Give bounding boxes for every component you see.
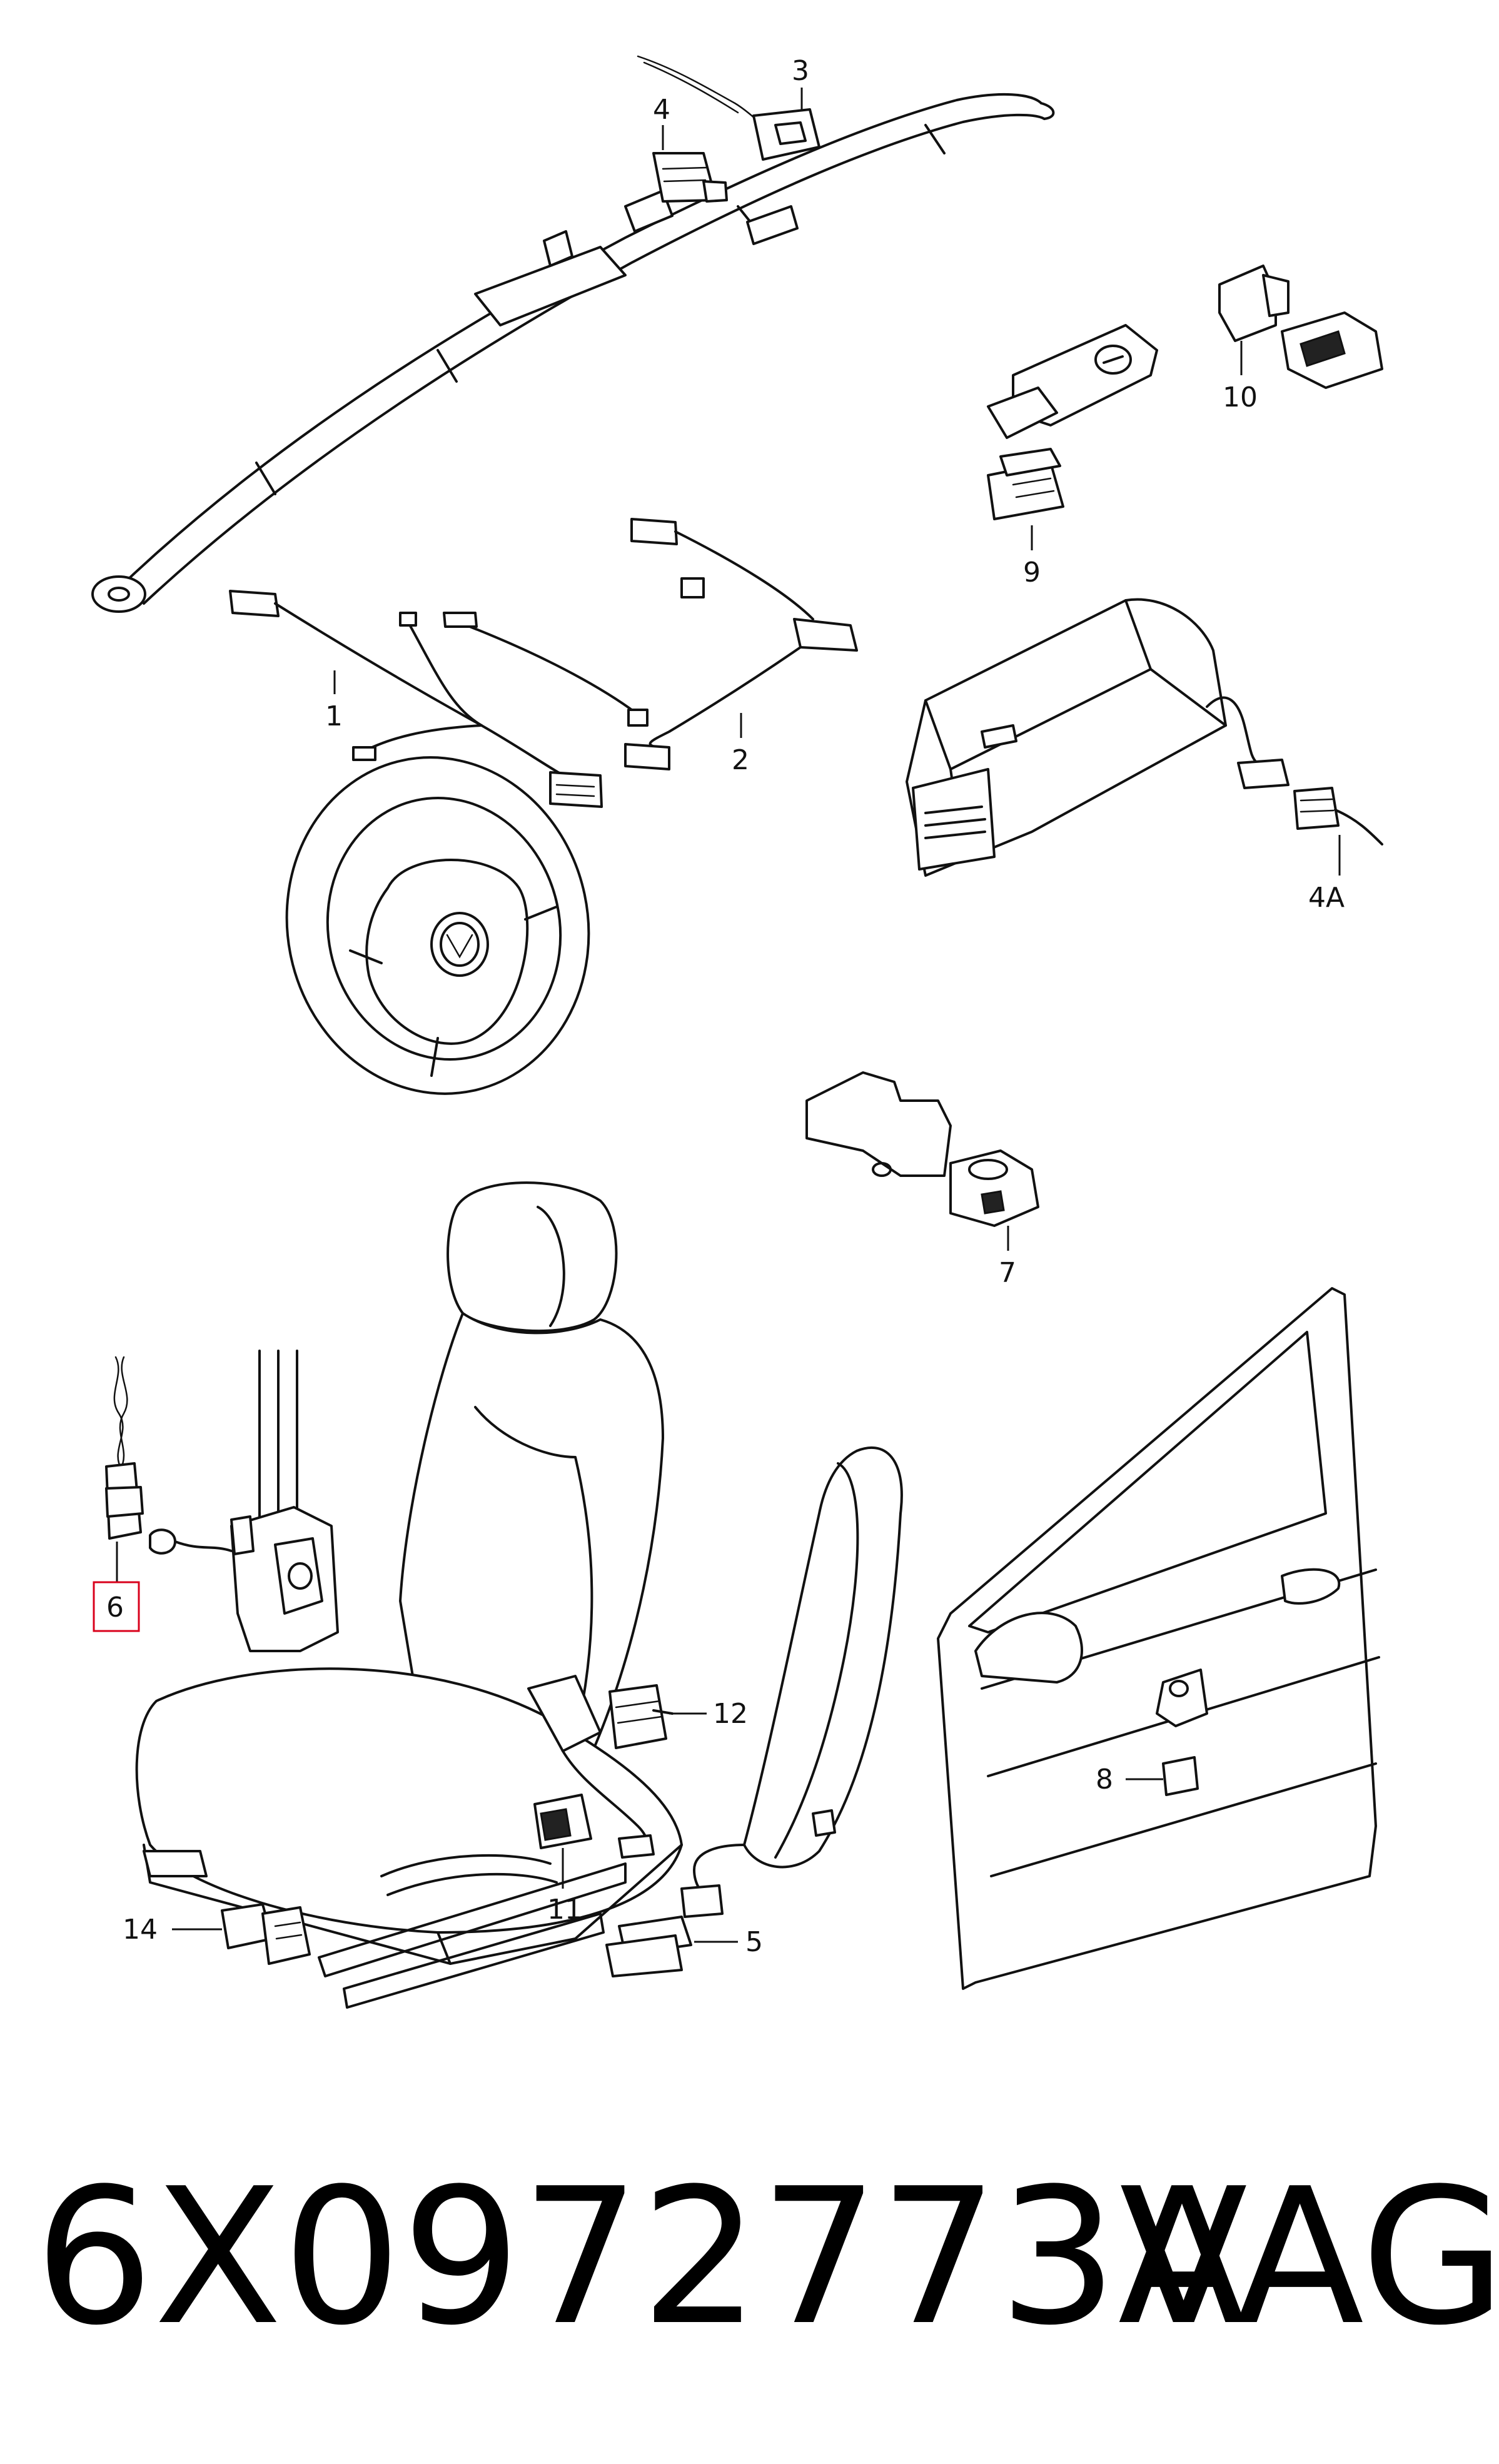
callout-5: 5 bbox=[745, 1926, 763, 1958]
connector-12 bbox=[608, 1684, 674, 1749]
belt-buckle bbox=[527, 1675, 655, 1859]
callout-14: 14 bbox=[123, 1914, 158, 1946]
leader-lines bbox=[116, 88, 1341, 1943]
connector-4 bbox=[652, 152, 728, 203]
callout-6-highlight bbox=[93, 1581, 140, 1632]
connector-14 bbox=[221, 1903, 311, 1965]
callout-labels: 1 2 3 4 4A 5 6 7 8 9 10 11 12 14 bbox=[106, 55, 1345, 1958]
connector-3 bbox=[637, 55, 820, 161]
callout-4a: 4A bbox=[1308, 882, 1345, 914]
side-airbag bbox=[693, 1447, 903, 1902]
front-door bbox=[937, 1287, 1380, 1990]
callout-4: 4 bbox=[653, 94, 670, 126]
connector-9 bbox=[987, 448, 1064, 520]
brand-name: VAG bbox=[1119, 2148, 1499, 2366]
connector-11 bbox=[533, 1794, 592, 1849]
callout-3: 3 bbox=[792, 55, 809, 87]
switch-10 bbox=[1218, 265, 1383, 389]
callout-7: 7 bbox=[999, 1257, 1016, 1289]
callout-12: 12 bbox=[713, 1698, 748, 1730]
key-switch bbox=[987, 324, 1158, 439]
callout-8: 8 bbox=[1096, 1764, 1113, 1795]
curtain-airbag bbox=[91, 93, 1055, 613]
callout-1: 1 bbox=[325, 700, 343, 732]
part-number: 6X0972773A bbox=[34, 2148, 1246, 2366]
callout-11: 11 bbox=[547, 1894, 582, 1926]
wiring-harness-1 bbox=[229, 590, 649, 808]
callout-9: 9 bbox=[1023, 557, 1041, 588]
door-sensor-8 bbox=[1156, 1669, 1208, 1796]
control-unit bbox=[805, 1071, 952, 1177]
connector-5 bbox=[605, 1884, 724, 1977]
crash-sensor-7 bbox=[949, 1149, 1039, 1227]
callout-2: 2 bbox=[732, 744, 749, 776]
steering-wheel bbox=[285, 756, 590, 1095]
callout-6: 6 bbox=[106, 1592, 124, 1623]
callout-10: 10 bbox=[1223, 381, 1258, 413]
belt-retractor bbox=[230, 1350, 339, 1652]
footer: 6X0972773A VAG bbox=[0, 2126, 1499, 2389]
wiring-harness-2 bbox=[624, 518, 858, 770]
passenger-airbag bbox=[906, 598, 1383, 877]
front-seat bbox=[135, 1181, 683, 2009]
belt-tension-sensor-6 bbox=[105, 1356, 233, 1555]
